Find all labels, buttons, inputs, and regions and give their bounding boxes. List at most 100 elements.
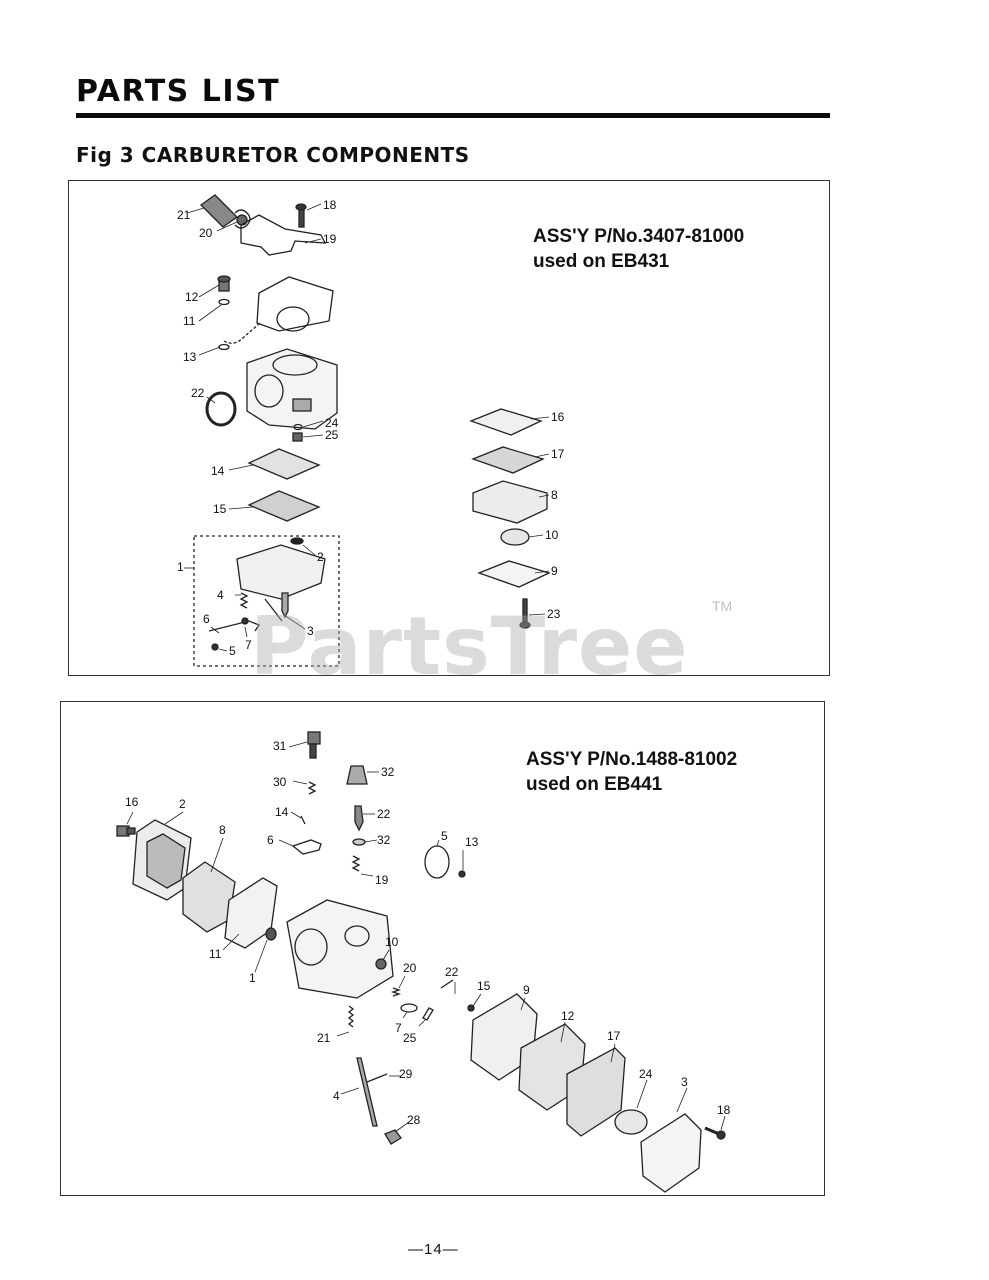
callout-16: 16 <box>125 795 139 809</box>
callout-15: 15 <box>477 979 491 993</box>
part-20-spring <box>390 987 402 997</box>
callout-13: 13 <box>465 835 479 849</box>
part-16-screw <box>116 825 136 837</box>
callout-25: 24 <box>639 1067 653 1081</box>
callout-6: 6 <box>267 833 274 847</box>
callout-21: 21 <box>177 208 191 222</box>
part-10-primer-bulb <box>500 528 530 546</box>
part-24-pin <box>440 979 454 989</box>
figure-title: Fig 3 CARBURETOR COMPONENTS <box>76 143 470 167</box>
part-20-spring <box>236 214 248 226</box>
callout-24: 22 <box>445 965 459 979</box>
callout-14: 14 <box>211 464 225 478</box>
part-19-bracket <box>240 214 327 256</box>
part-carburetor-top <box>256 276 334 332</box>
callout-7: 7 <box>395 1021 402 1035</box>
part-6-metering-lever <box>208 620 260 632</box>
callout-28: 29 <box>399 1067 413 1081</box>
part-18-screw <box>295 203 307 228</box>
part-15-screw <box>467 1004 475 1012</box>
callout-3: 3 <box>307 624 314 638</box>
part-31-adjuster <box>346 765 368 785</box>
callout-32: 32 <box>377 833 391 847</box>
part-17-metering-cover <box>566 1047 626 1137</box>
callout-19: 19 <box>323 232 337 246</box>
callout-1: 1 <box>177 560 184 574</box>
callout-2: 2 <box>317 550 324 564</box>
part-15-pump-diaphragm <box>247 490 321 522</box>
callout-18: 18 <box>323 198 337 212</box>
part-18-screw <box>704 1126 726 1140</box>
part-carburetor-body <box>246 348 338 430</box>
callout-18: 18 <box>717 1103 731 1117</box>
part-14-gasket <box>247 448 321 480</box>
part-25-plug <box>292 432 303 442</box>
assembly-part-number: ASS'Y P/No.1488-81002 <box>526 749 738 770</box>
exploded-diagram-eb431: 21 20 18 19 12 11 13 22 24 25 14 15 2 1 … <box>177 194 565 667</box>
part-7-o-ring <box>400 1003 418 1013</box>
callout-17: 17 <box>607 1029 621 1043</box>
exploded-diagram-eb441: 31 30 14 6 32 22 32 19 5 13 16 2 8 11 1 … <box>116 731 731 1193</box>
part-2-screen <box>290 537 304 545</box>
assembly-usage: used on EB431 <box>533 251 670 272</box>
callout-27: 28 <box>407 1113 421 1127</box>
part-19-spring <box>351 855 361 872</box>
part-16-gasket <box>469 408 543 436</box>
callout-8: 8 <box>551 488 558 502</box>
callout-1: 1 <box>249 971 256 985</box>
callout-25: 25 <box>325 428 339 442</box>
part-24-o-ring <box>293 423 303 431</box>
part-3-primer-cover <box>640 1113 702 1193</box>
part-22-filter-screen <box>205 391 237 427</box>
part-28-spring <box>366 1073 388 1083</box>
callout-2: 2 <box>179 797 186 811</box>
callout-14: 14 <box>275 805 289 819</box>
callout-16: 16 <box>551 410 565 424</box>
part-27-cap <box>384 1129 402 1145</box>
callout-10: 10 <box>545 528 559 542</box>
part-14-screw <box>300 815 306 825</box>
part-4-throttle-shaft <box>356 1057 378 1127</box>
part-carburetor-body <box>286 899 394 999</box>
part-32-washer <box>352 838 366 846</box>
part-29-spring <box>307 781 317 795</box>
title-rule <box>76 113 830 118</box>
callout-5: 5 <box>229 644 236 658</box>
callout-22: 22 <box>191 386 205 400</box>
callout-4: 4 <box>333 1089 340 1103</box>
part-30-screw <box>307 731 321 745</box>
part-17-metering-diaphragm <box>471 446 545 474</box>
callout-10: 10 <box>385 935 399 949</box>
part-8-metering-cover <box>472 480 548 524</box>
callout-19: 19 <box>375 873 389 887</box>
callout-21: 21 <box>317 1031 331 1045</box>
callout-11: 11 <box>183 314 196 328</box>
part-10-plug <box>375 958 387 970</box>
assembly-panel-eb431: ASS'Y P/No.3407-81000 used on EB431 <box>68 180 830 676</box>
watermark-text: PartsTree <box>250 600 689 693</box>
callout-5: 5 <box>441 829 448 843</box>
callout-12: 12 <box>185 290 199 304</box>
callout-9: 9 <box>523 983 530 997</box>
assembly-1-outline <box>193 535 340 667</box>
assembly-usage: used on EB441 <box>526 774 663 795</box>
part-5-diaphragm-cover <box>424 845 450 879</box>
page-title: PARTS LIST <box>76 74 281 109</box>
part-4-spring <box>239 592 249 609</box>
callout-26: 25 <box>403 1031 417 1045</box>
part-13-gasket <box>218 343 230 351</box>
callout-9: 9 <box>551 564 558 578</box>
assembly-panel-eb441: ASS'Y P/No.1488-81002 used on EB441 <box>60 701 825 1196</box>
part-13-screw <box>458 870 466 878</box>
callout-30: 31 <box>273 739 287 753</box>
part-9-primer-cover <box>477 560 551 588</box>
callout-7: 7 <box>245 638 252 652</box>
part-25-primer-bulb <box>614 1109 648 1135</box>
callout-23: 23 <box>547 607 561 621</box>
callout-15: 15 <box>213 502 227 516</box>
part-11-gasket <box>218 298 230 306</box>
callout-6: 6 <box>203 612 210 626</box>
part-5-screw <box>211 643 219 651</box>
part-23-screw <box>519 598 531 629</box>
page-number: —14— <box>408 1241 459 1258</box>
